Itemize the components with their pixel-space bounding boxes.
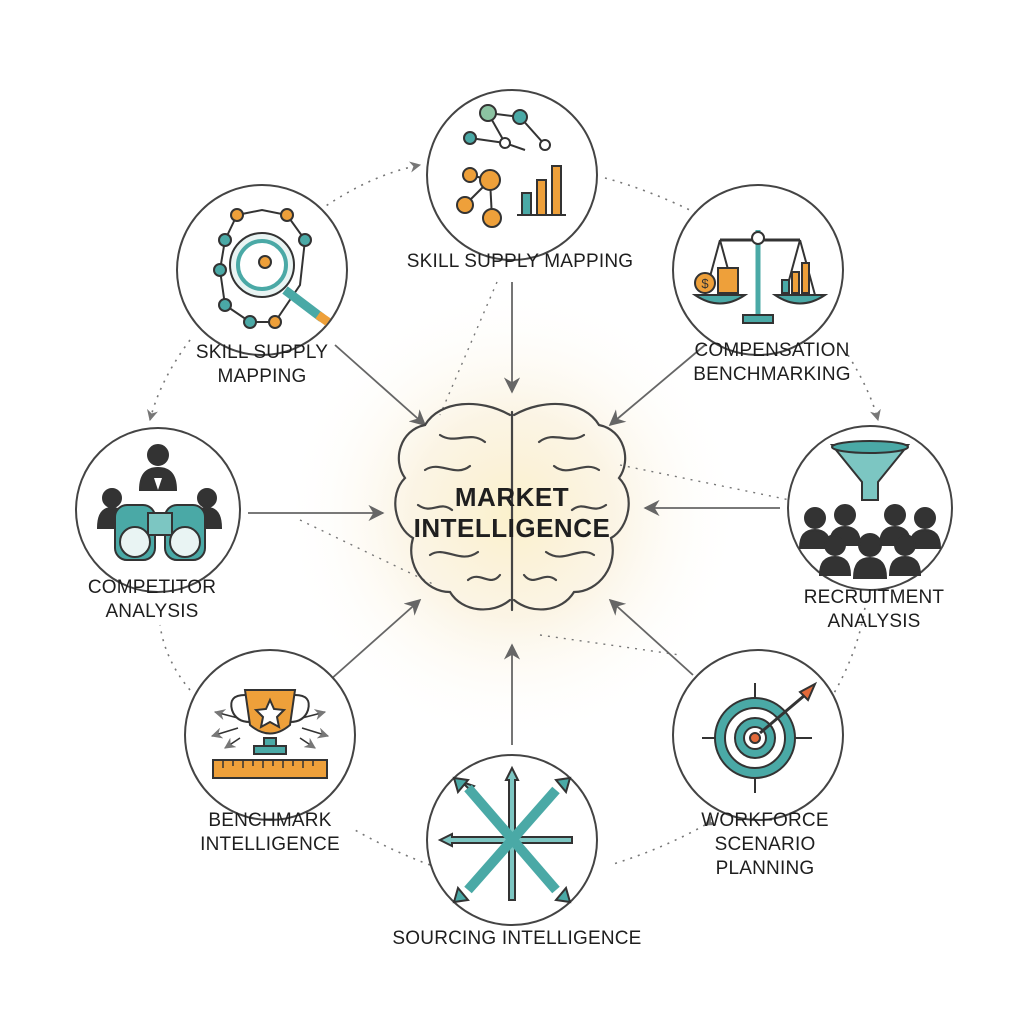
binoculars-icon <box>96 444 223 561</box>
node-right <box>787 425 953 591</box>
node-top-left-label-line1: SKILL SUPPLY <box>196 342 328 363</box>
node-right-label-line2: ANALYSIS <box>827 611 920 632</box>
node-left <box>75 427 241 593</box>
node-top-left <box>176 184 348 356</box>
node-bottom-right-label-line3: PLANNING <box>716 858 815 879</box>
svg-text:$: $ <box>701 276 709 291</box>
node-top-left-label-line2: MAPPING <box>217 366 306 387</box>
node-top-right-label-line1: COMPENSATION <box>694 340 849 361</box>
node-bottom-right <box>672 649 844 821</box>
target-arrow-icon <box>702 681 818 793</box>
inner-dotted-connectors <box>299 281 791 656</box>
node-bottom-right-label-line2: SCENARIO <box>715 834 816 855</box>
network-chart-icon <box>456 104 566 228</box>
node-bottom <box>426 754 598 926</box>
node-bottom-left-label-line1: BENCHMARK <box>208 810 331 831</box>
node-top <box>426 89 598 261</box>
node-bottom-left-label-line2: INTELLIGENCE <box>200 834 340 855</box>
node-right-label-line1: RECRUITMENT <box>804 587 945 608</box>
outer-ring-connectors <box>147 161 881 866</box>
arrows-cross-icon <box>437 765 573 904</box>
node-bottom-left <box>184 649 356 821</box>
balance-scale-icon: $ <box>691 230 829 324</box>
node-top-label: SKILL SUPPLY MAPPING <box>407 251 633 272</box>
node-top-right-label-line2: BENCHMARKING <box>693 364 851 385</box>
node-bottom-label: SOURCING INTELLIGENCE <box>392 928 641 949</box>
center-label-line2: INTELLIGENCE <box>414 513 611 543</box>
trophy-ruler-icon <box>210 689 330 779</box>
node-left-label-line2: ANALYSIS <box>105 601 198 622</box>
node-bottom-right-label-line1: WORKFORCE <box>701 810 828 831</box>
center-arrows <box>248 282 780 745</box>
magnifier-network-icon <box>213 208 331 329</box>
node-left-label-line1: COMPETITOR <box>88 577 216 598</box>
node-top-right: $ <box>672 184 844 356</box>
funnel-people-icon <box>798 440 942 579</box>
brain-icon <box>394 402 630 612</box>
center-label-line1: MARKET <box>455 482 569 512</box>
